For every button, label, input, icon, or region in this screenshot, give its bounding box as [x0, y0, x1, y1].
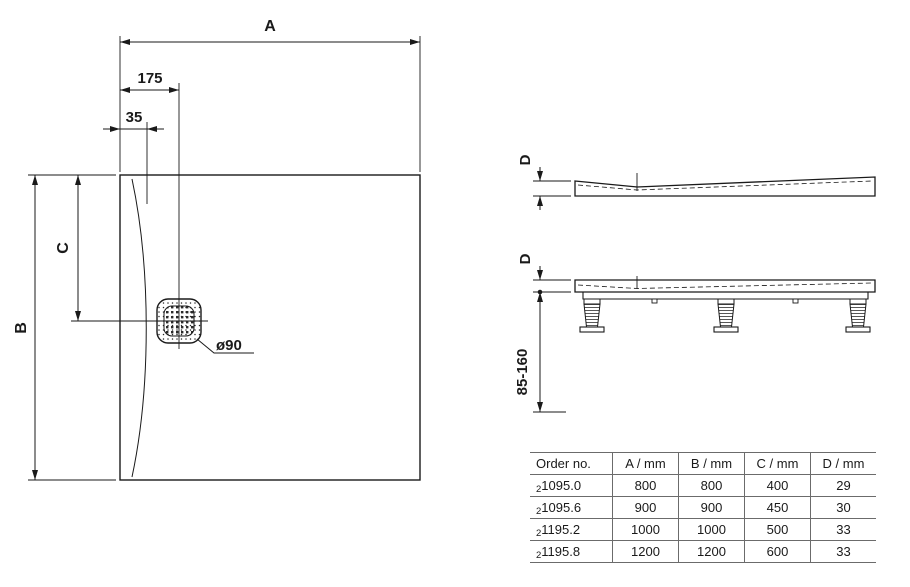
cell-order-number: 21195.8: [530, 541, 613, 563]
cell-order-number: 21095.6: [530, 497, 613, 519]
label-35: 35: [126, 109, 143, 126]
cell-a: 900: [612, 496, 679, 519]
order-code: 1095.6: [541, 500, 582, 515]
cell-a: 1200: [612, 540, 679, 563]
order-code: 1095.0: [541, 478, 582, 493]
label-A: A: [264, 18, 276, 35]
cell-a: 1000: [612, 518, 679, 541]
foot-base-plate: [713, 326, 739, 333]
adjustable-foot-middle: [713, 298, 739, 333]
order-prefix: 2: [536, 550, 542, 561]
cell-d: 33: [810, 518, 876, 541]
label-175: 175: [137, 70, 162, 87]
column-header-c: C / mm: [744, 452, 811, 475]
tray-slope-curve: [131, 178, 147, 478]
drain-leader-line: [196, 338, 254, 354]
cell-d: 33: [810, 540, 876, 563]
cell-c: 600: [744, 540, 811, 563]
order-prefix: 2: [536, 484, 542, 495]
order-table: Order no. A / mm B / mm C / mm D / mm 21…: [530, 452, 876, 563]
order-code: 1195.2: [541, 522, 581, 537]
foot-threaded-rod: [583, 303, 601, 328]
rail-clip-left: [651, 298, 658, 304]
cell-b: 1000: [678, 518, 745, 541]
cell-c: 400: [744, 474, 811, 497]
profile-view-installed: D 85-160: [514, 253, 876, 413]
table-row: 21095.0 800 800 400 29: [530, 474, 876, 497]
rail-clip-right: [792, 298, 799, 304]
profile-view-tray: D: [517, 154, 876, 210]
column-header-order: Order no.: [536, 456, 591, 471]
cell-d: 29: [810, 474, 876, 497]
cell-b: 800: [678, 474, 745, 497]
label-D-top: D: [517, 154, 534, 165]
support-rail: [582, 292, 869, 300]
foot-base-plate: [845, 326, 871, 333]
drain-grate: [163, 305, 195, 337]
foot-bracket: [849, 298, 867, 305]
cell-order-number: 21195.2: [530, 519, 613, 541]
column-header-a: A / mm: [612, 452, 679, 475]
cell-b: 1200: [678, 540, 745, 563]
foot-threaded-rod: [717, 303, 735, 328]
tray-installed-outline: [574, 279, 876, 293]
label-D-bottom: D: [517, 253, 534, 264]
cell-b: 900: [678, 496, 745, 519]
adjustable-foot-right: [845, 298, 871, 333]
order-prefix: 2: [536, 506, 542, 517]
foot-bracket: [717, 298, 735, 305]
table-header-row: Order no. A / mm B / mm C / mm D / mm: [530, 452, 876, 475]
cell-order-number: 21095.0: [530, 475, 613, 497]
label-B: B: [13, 322, 30, 334]
plan-view: A 175 35 B C ø90: [13, 18, 421, 481]
cell-a: 800: [612, 474, 679, 497]
foot-threaded-rod: [849, 303, 867, 328]
cell-d: 30: [810, 496, 876, 519]
table-row: 21195.2 1000 1000 500 33: [530, 518, 876, 541]
cell-c: 500: [744, 518, 811, 541]
adjustable-foot-left: [579, 298, 605, 333]
label-85-160: 85-160: [514, 349, 531, 396]
column-header-b: B / mm: [678, 452, 745, 475]
table-row: 21195.8 1200 1200 600 33: [530, 540, 876, 563]
table-row: 21095.6 900 900 450 30: [530, 496, 876, 519]
order-prefix: 2: [536, 528, 542, 539]
foot-bracket: [583, 298, 601, 305]
foot-base-plate: [579, 326, 605, 333]
label-drain-diameter: ø90: [216, 337, 242, 354]
tray-outline: [119, 174, 421, 481]
label-C: C: [55, 242, 72, 254]
order-code: 1195.8: [541, 544, 581, 559]
cell-c: 450: [744, 496, 811, 519]
column-header-d: D / mm: [810, 452, 876, 475]
